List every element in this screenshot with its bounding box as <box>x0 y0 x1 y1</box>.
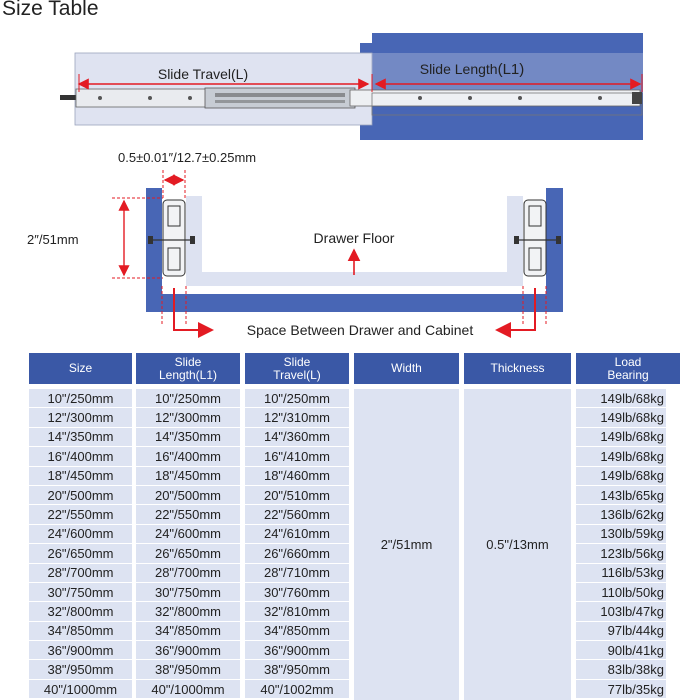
table-cell: 34"/850mm <box>136 621 240 641</box>
height-label: 2″/51mm <box>27 232 79 247</box>
table-cell: 24"/610mm <box>245 524 349 544</box>
table-cell: 12"/300mm <box>29 408 132 427</box>
thickness-label: 0.5±0.01″/12.7±0.25mm <box>118 150 256 165</box>
header-slide-length: Slide Length(L1) <box>136 353 240 384</box>
table-cell: 149lb/68kg <box>576 389 666 408</box>
table-cell: 34"/850mm <box>29 621 132 641</box>
table-cell: 36"/900mm <box>136 641 240 660</box>
table-cell: 116lb/53kg <box>576 563 666 582</box>
table-cell: 30"/750mm <box>29 582 132 602</box>
table-cell: 36"/900mm <box>29 641 132 660</box>
table-cell: 149lb/68kg <box>576 427 666 447</box>
table-cell: 149lb/68kg <box>576 466 666 485</box>
table-cell: 24"/600mm <box>29 524 132 544</box>
drawer-floor-label: Drawer Floor <box>314 230 395 246</box>
thickness-value: 0.5"/13mm <box>464 389 571 700</box>
table-cell: 26"/660mm <box>245 544 349 563</box>
table-cell: 30"/760mm <box>245 582 349 602</box>
space-arrow-left <box>161 286 214 338</box>
slide-length-label: Slide Length(L1) <box>420 61 525 78</box>
table-cell: 40"/1000mm <box>29 679 132 699</box>
table-cell: 38"/950mm <box>245 660 349 679</box>
width-value: 2"/51mm <box>354 389 459 700</box>
page-title: Size Table <box>2 0 99 20</box>
table-cell: 12"/310mm <box>245 408 349 427</box>
table-cell: 18"/460mm <box>245 466 349 485</box>
table-cell: 32"/800mm <box>136 602 240 621</box>
table-cell: 36"/900mm <box>245 641 349 660</box>
header-thickness: Thickness <box>464 353 571 384</box>
slide-rail <box>60 87 643 116</box>
table-cell: 130lb/59kg <box>576 524 666 544</box>
table-cell: 20"/500mm <box>29 485 132 505</box>
header-load-bearing: Load Bearing <box>576 353 680 384</box>
table-cell: 149lb/68kg <box>576 447 666 466</box>
table-cell: 28"/700mm <box>29 563 132 582</box>
table-cell: 30"/750mm <box>136 582 240 602</box>
table-cell: 20"/500mm <box>136 485 240 505</box>
table-cell: 26"/650mm <box>29 544 132 563</box>
table-cell: 38"/950mm <box>136 660 240 679</box>
table-cell: 34"/850mm <box>245 621 349 641</box>
table-cell: 14"/360mm <box>245 427 349 447</box>
table-cell: 28"/710mm <box>245 563 349 582</box>
table-cell: 12"/300mm <box>136 408 240 427</box>
table-cell: 90lb/41kg <box>576 641 666 660</box>
header-slide-travel: Slide Travel(L) <box>245 353 349 384</box>
table-cell: 20"/510mm <box>245 485 349 505</box>
table-cell: 83lb/38kg <box>576 660 666 679</box>
header-size: Size <box>29 353 132 384</box>
space-label: Space Between Drawer and Cabinet <box>247 322 474 338</box>
table-cell: 10"/250mm <box>29 389 132 408</box>
table-cell: 110lb/50kg <box>576 582 666 602</box>
table-cell: 103lb/47kg <box>576 602 666 621</box>
table-cell: 40"/1000mm <box>136 679 240 699</box>
table-cell: 16"/400mm <box>29 447 132 466</box>
table-cell: 22"/550mm <box>136 505 240 524</box>
table-cell: 10"/250mm <box>136 389 240 408</box>
cabinet-cross-section <box>146 188 563 312</box>
slide-travel-label: Slide Travel(L) <box>158 66 248 82</box>
slide-profile-right <box>514 199 561 277</box>
table-cell: 136lb/62kg <box>576 505 666 524</box>
space-arrow-right <box>495 286 547 338</box>
table-cell: 22"/550mm <box>29 505 132 524</box>
table-cell: 149lb/68kg <box>576 408 666 427</box>
table-cell: 26"/650mm <box>136 544 240 563</box>
table-cell: 123lb/56kg <box>576 544 666 563</box>
table-cell: 14"/350mm <box>136 427 240 447</box>
table-cell: 38"/950mm <box>29 660 132 679</box>
header-width: Width <box>354 353 459 384</box>
table-cell: 24"/600mm <box>136 524 240 544</box>
table-cell: 32"/800mm <box>29 602 132 621</box>
slide-diagram: Slide Travel(L) Slide Length(L1) 0.5±0.0… <box>27 33 643 338</box>
table-cell: 16"/410mm <box>245 447 349 466</box>
table-cell: 18"/450mm <box>136 466 240 485</box>
slide-profile-left <box>148 199 195 277</box>
table-cell: 32"/810mm <box>245 602 349 621</box>
table-cell: 143lb/65kg <box>576 485 666 505</box>
table-cell: 77lb/35kg <box>576 679 666 699</box>
table-cell: 10"/250mm <box>245 389 349 408</box>
table-cell: 40"/1002mm <box>245 679 349 699</box>
table-cell: 14"/350mm <box>29 427 132 447</box>
table-cell: 18"/450mm <box>29 466 132 485</box>
table-cell: 28"/700mm <box>136 563 240 582</box>
table-cell: 97lb/44kg <box>576 621 666 641</box>
table-cell: 16"/400mm <box>136 447 240 466</box>
table-cell: 22"/560mm <box>245 505 349 524</box>
